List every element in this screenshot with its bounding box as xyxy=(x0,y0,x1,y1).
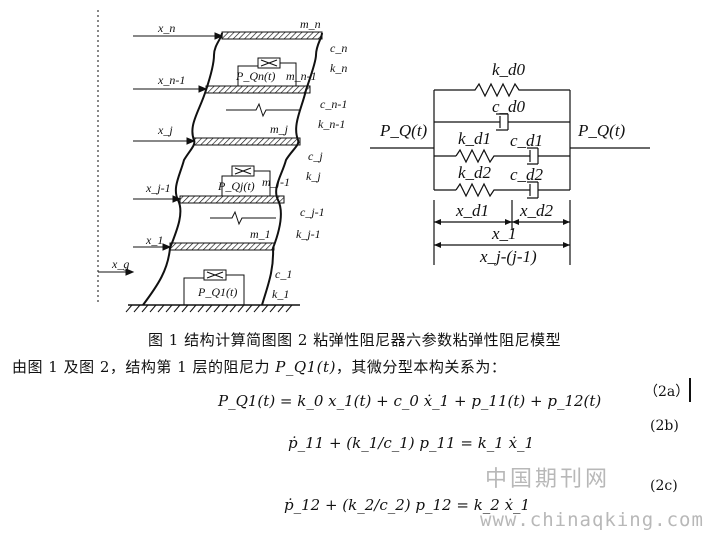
label-x1-total: x_1 xyxy=(491,224,517,243)
label-k1: k_1 xyxy=(272,287,289,301)
label-mn: m_n xyxy=(300,17,321,31)
label-kd2: k_d2 xyxy=(458,163,492,182)
label-xd1: x_d1 xyxy=(455,201,489,220)
label-c1: c_1 xyxy=(275,267,292,281)
label-xn: x_n xyxy=(157,21,175,35)
watermark-site-name: 中国期刊网 xyxy=(485,467,611,492)
label-xg: x_g xyxy=(111,257,129,271)
label-pq-left: P_Q(t) xyxy=(379,121,428,140)
label-cn-1: c_n-1 xyxy=(320,97,347,111)
label-kj: k_j xyxy=(306,169,321,183)
figure-2-damper-model: k_d0 c_d0 P_Q(t) P_Q(t) k_d1 c_d1 k_d2 c… xyxy=(370,60,650,266)
label-kd0: k_d0 xyxy=(492,60,526,79)
label-kn-1: k_n-1 xyxy=(318,117,345,131)
label-cd1: c_d1 xyxy=(510,131,543,150)
equation-number-2a: （2a） xyxy=(644,384,690,400)
label-xj-1: x_j-1 xyxy=(145,181,171,195)
label-mj-1: m_j-1 xyxy=(262,175,290,189)
label-cn: c_n xyxy=(330,41,347,55)
label-pqn: P_Qn(t) xyxy=(235,69,275,83)
label-m1: m_1 xyxy=(250,227,271,241)
equation-2b: ṗ_11 + (k_1/c_1) p_11 = k_1 ẋ_1 xyxy=(288,434,535,452)
figure-1-structure-diagram: x_n m_n c_n k_n P_Qn(t) m_n-1 x_n-1 c_n-… xyxy=(97,10,347,313)
equation-number-2b: (2b) xyxy=(650,418,679,434)
intro-symbol: P_Q1(t) xyxy=(275,358,336,376)
label-pq1: P_Q1(t) xyxy=(197,285,237,299)
equation-number-2c: (2c) xyxy=(650,478,678,494)
label-cj-1: c_j-1 xyxy=(300,205,325,219)
text-cursor xyxy=(689,378,691,402)
label-x1: x_1 xyxy=(145,233,163,247)
intro-paragraph: 由图 1 及图 2，结构第 1 层的阻尼力 P_Q1(t)，其微分型本构关系为： xyxy=(12,356,506,377)
label-kd1: k_d1 xyxy=(458,129,491,148)
label-xj-j1: x_j-(j-1) xyxy=(479,247,537,266)
intro-text-before: 由图 1 及图 2，结构第 1 层的阻尼力 xyxy=(12,358,276,376)
label-kn: k_n xyxy=(330,61,347,75)
label-mj: m_j xyxy=(270,122,289,136)
label-cd2: c_d2 xyxy=(510,165,544,184)
label-kj-1: k_j-1 xyxy=(296,227,321,241)
label-mn-1: m_n-1 xyxy=(286,69,317,83)
label-xn-1: x_n-1 xyxy=(157,73,185,87)
watermark-url: www.chinaqking.com xyxy=(480,509,704,531)
label-pq-right: P_Q(t) xyxy=(577,121,626,140)
label-cd0: c_d0 xyxy=(492,97,526,116)
figure-caption: 图 1 结构计算简图图 2 粘弹性阻尼器六参数粘弹性阻尼模型 xyxy=(148,331,562,349)
intro-text-after: ，其微分型本构关系为： xyxy=(335,358,507,376)
equation-2c: ṗ_12 + (k_2/c_2) p_12 = k_2 ẋ_1 xyxy=(284,496,531,514)
equation-2a: P_Q1(t) = k_0 x_1(t) + c_0 ẋ_1 + p_11(t)… xyxy=(218,392,602,410)
label-xd2: x_d2 xyxy=(519,201,554,220)
label-pqj: P_Qj(t) xyxy=(217,179,255,193)
label-cj: c_j xyxy=(308,149,323,163)
label-xj: x_j xyxy=(157,123,173,137)
